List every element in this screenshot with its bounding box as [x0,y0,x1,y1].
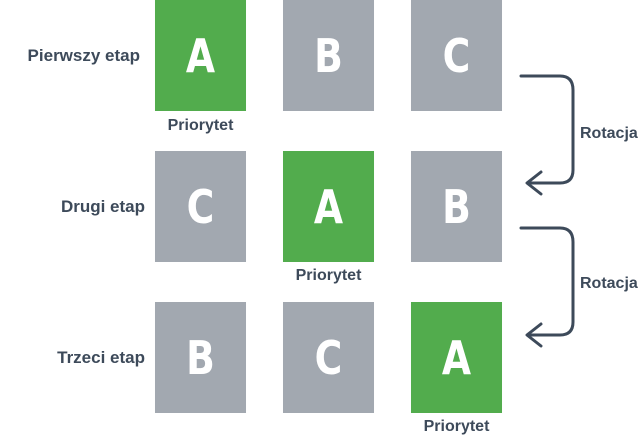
curved-arrow-icon [519,226,575,348]
stage-1-priority-label: Priorytet [167,117,234,134]
stage-label-2: Drugi etap [60,197,145,216]
stage-3-tile-c: C [282,302,375,413]
stage-1-tile-a: A [154,0,247,111]
stage-2-tile-a: A [282,151,375,262]
stage-1-tile-c: C [410,0,503,111]
rotation-label-1: Rotacja [580,125,638,142]
curved-arrow-icon [519,74,575,196]
stage-2-tile-c: C [154,151,247,262]
stage-2-priority-label: Priorytet [295,267,362,284]
stage-label-1: Pierwszy etap [27,46,140,65]
rotation-label-2: Rotacja [580,275,638,292]
stage-2-tile-b: B [410,151,503,262]
stage-1-tile-b: B [282,0,375,111]
stage-3-tile-a: A [410,302,503,413]
stage-3-priority-label: Priorytet [423,418,490,435]
stage-label-3: Trzeci etap [57,348,145,367]
stage-3-tile-b: B [154,302,247,413]
